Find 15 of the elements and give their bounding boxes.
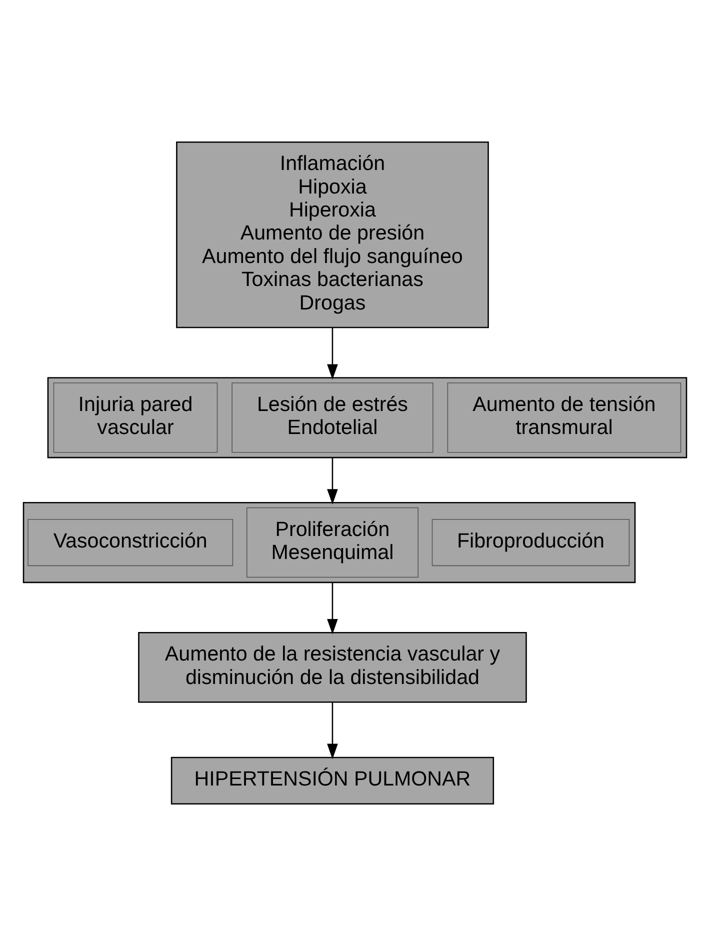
node-box: Aumento de tensión transmural	[447, 382, 682, 452]
arrow	[327, 702, 338, 759]
node-box: HIPERTENSIÓN PULMONAR	[170, 756, 494, 804]
arrow	[327, 327, 338, 380]
node-box: Inflamación Hipoxia Hiperoxia Aumento de presión Aumento del flujo sanguíneo Toxinas bacterianas Drogas	[176, 141, 489, 328]
node-box: Fibroproducción	[432, 518, 630, 566]
arrow	[327, 582, 338, 634]
node-box: Proliferación Mesenquimal	[246, 506, 418, 578]
cluster	[47, 376, 688, 458]
node-box: Lesión de estrés Endotelial	[232, 382, 434, 452]
node-box: Aumento de la resistencia vascular y disminución de la distensibilidad	[138, 631, 527, 702]
node-box: Injuria pared vascular	[53, 382, 218, 452]
cluster	[22, 501, 636, 583]
node-box: Vasoconstricción	[28, 518, 234, 566]
arrow	[327, 457, 338, 504]
